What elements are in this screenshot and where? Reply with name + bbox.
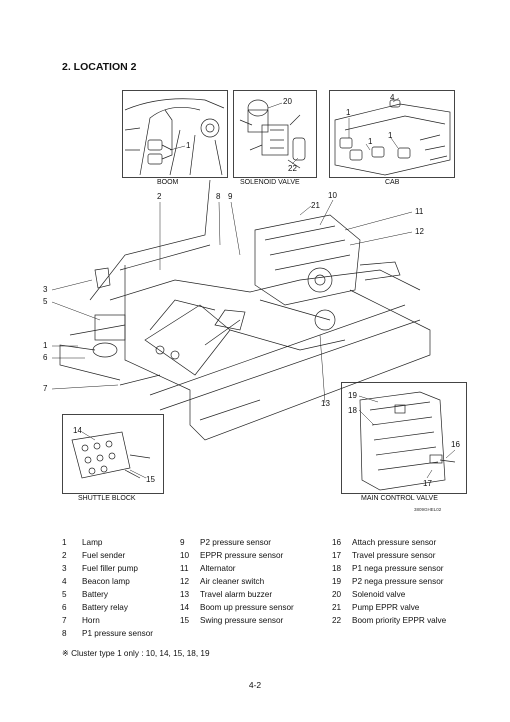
section-title: 2. LOCATION 2 — [62, 61, 137, 73]
callout-2: 2 — [157, 192, 162, 201]
callout-3: 3 — [43, 285, 48, 294]
callout-1: 1 — [43, 341, 48, 350]
callout-9: 9 — [228, 192, 233, 201]
callout-8: 8 — [216, 192, 221, 201]
callout-19: 19 — [348, 391, 357, 400]
callout-17: 17 — [423, 479, 432, 488]
caption-solenoid-valve: SOLENOID VALVE — [240, 179, 300, 186]
callout-15: 15 — [146, 475, 155, 484]
shuttle-block-inset — [62, 414, 164, 494]
callout-boom-1: 1 — [186, 141, 191, 150]
caption-shuttle-block: SHUTTLE BLOCK — [78, 495, 136, 502]
callout-13: 13 — [321, 399, 330, 408]
solenoid-valve-inset — [233, 90, 317, 178]
callout-21: 21 — [311, 201, 320, 210]
callout-cab-4: 4 — [390, 93, 395, 102]
callout-7: 7 — [43, 384, 48, 393]
callout-10: 10 — [328, 191, 337, 200]
callout-12: 12 — [415, 227, 424, 236]
figure-reference: 3809GHEL02 — [414, 507, 442, 512]
callout-solenoid-22: 22 — [288, 164, 297, 173]
callout-6: 6 — [43, 353, 48, 362]
caption-cab: CAB — [385, 179, 400, 186]
callout-5: 5 — [43, 297, 48, 306]
callout-11: 11 — [415, 207, 424, 216]
cluster-note: ※ Cluster type 1 only : 10, 14, 15, 18, … — [62, 649, 210, 658]
callout-cab-1b: 1 — [368, 137, 373, 146]
callout-16: 16 — [451, 440, 460, 449]
callout-cab-1a: 1 — [346, 108, 351, 117]
caption-boom: BOOM — [157, 179, 179, 186]
callout-cab-1c: 1 — [388, 131, 393, 140]
callout-solenoid-20: 20 — [283, 97, 292, 106]
callout-14: 14 — [73, 426, 82, 435]
caption-main-control-valve: MAIN CONTROL VALVE — [361, 495, 438, 502]
callout-18: 18 — [348, 406, 357, 415]
page-number: 4-2 — [248, 680, 262, 690]
